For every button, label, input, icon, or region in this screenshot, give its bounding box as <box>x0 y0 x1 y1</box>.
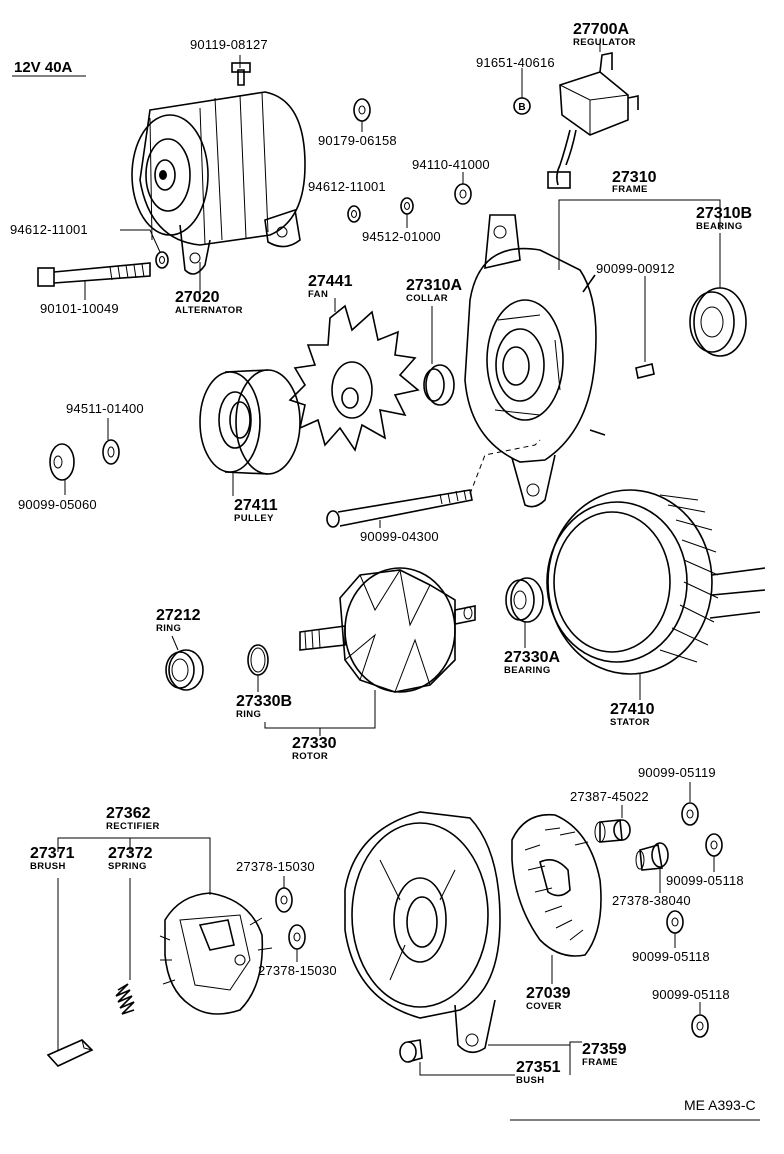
label-27441-name: FAN <box>308 289 329 300</box>
rear-frame-drawing <box>344 811 501 1054</box>
label-27359-name: FRAME <box>582 1057 618 1068</box>
pulley-drawing <box>199 369 301 475</box>
bearing-27330a <box>505 577 544 623</box>
label-27372-name: SPRING <box>108 861 147 872</box>
long-bolt-drawing <box>37 262 151 287</box>
label-90179-06158: 90179-06158 <box>318 133 397 148</box>
ring-27212 <box>165 649 204 691</box>
through-bolt-drawing <box>326 489 473 528</box>
label-90099-05118-middle: 90099-05118 <box>632 949 710 964</box>
label-27039: 27039 <box>526 985 571 1002</box>
label-27372: 27372 <box>108 845 153 862</box>
label-91651-40616: 91651-40616 <box>476 55 555 70</box>
label-27378-15030-b: 27378-15030 <box>258 963 337 978</box>
label-90099-05118-bottom: 90099-05118 <box>652 987 730 1002</box>
label-27351-name: BUSH <box>516 1075 545 1086</box>
label-94110-41000: 94110-41000 <box>412 157 490 172</box>
stator-drawing <box>546 489 766 675</box>
label-27700A-name: REGULATOR <box>573 37 636 48</box>
rear-cover-drawing <box>511 813 602 957</box>
collar-27310a <box>423 364 455 406</box>
label-27410: 27410 <box>610 701 655 718</box>
label-27020-name: ALTERNATOR <box>175 305 243 316</box>
label-27020: 27020 <box>175 289 220 306</box>
label-27310: 27310 <box>612 169 657 186</box>
label-27362: 27362 <box>106 805 151 822</box>
label-27411: 27411 <box>234 497 278 514</box>
label-94612-11001-left: 94612-11001 <box>10 222 88 237</box>
label-27700A: 27700A <box>573 21 630 38</box>
label-27212-name: RING <box>156 623 182 634</box>
label-90099-05119: 90099-05119 <box>638 765 716 780</box>
washer-94612-left <box>155 251 169 269</box>
label-27039-name: COVER <box>526 1001 562 1012</box>
regulator-drawing <box>547 52 639 189</box>
label-27310-name: FRAME <box>612 184 648 195</box>
label-27371-name: BRUSH <box>30 861 66 872</box>
label-27330A-name: BEARING <box>504 665 551 676</box>
bush-27351 <box>399 1039 423 1063</box>
label-27387-45022: 27387-45022 <box>570 789 649 804</box>
label-27310B-name: BEARING <box>696 221 743 232</box>
diagram-title: 12V 40A <box>14 59 73 76</box>
label-27441: 27441 <box>308 273 353 290</box>
label-27310A-name: COLLAR <box>406 293 448 304</box>
brush-27371 <box>46 1039 94 1067</box>
label-27371: 27371 <box>30 845 75 862</box>
label-27410-name: STATOR <box>610 717 650 728</box>
label-90099-05118-right: 90099-05118 <box>666 873 744 888</box>
label-27362-name: RECTIFIER <box>106 821 160 832</box>
svg-text:B: B <box>518 102 525 113</box>
label-27310A: 27310A <box>406 277 463 294</box>
label-27330: 27330 <box>292 735 337 752</box>
drive-end-frame-drawing <box>464 214 606 508</box>
insulator-27378-b <box>288 924 306 950</box>
label-27378-15030-a: 27378-15030 <box>236 859 315 874</box>
bearing-27310b <box>689 287 747 357</box>
spring-27372 <box>115 983 135 1015</box>
label-27330B-name: RING <box>236 709 262 720</box>
label-27359: 27359 <box>582 1041 627 1058</box>
label-90099-04300: 90099-04300 <box>360 529 439 544</box>
label-27330B: 27330B <box>236 693 293 710</box>
catalog-code: ME A393-C <box>684 1097 756 1113</box>
label-27330-name: ROTOR <box>292 751 329 762</box>
label-94511-01400: 94511-01400 <box>66 401 144 416</box>
label-94512-01000: 94512-01000 <box>362 229 441 244</box>
insulator-27378-a <box>275 887 293 913</box>
label-27212: 27212 <box>156 607 201 624</box>
nut-90179 <box>353 98 371 122</box>
terminal-27387 <box>594 819 631 843</box>
label-27310B: 27310B <box>696 205 753 222</box>
label-94612-11001-mid: 94612-11001 <box>308 179 386 194</box>
label-27330A: 27330A <box>504 649 561 666</box>
label-90101-10049: 90101-10049 <box>40 301 119 316</box>
label-90119-08127: 90119-08127 <box>190 37 268 52</box>
insulator-27378-38040 <box>635 842 669 871</box>
rotor-drawing <box>299 567 476 693</box>
label-27378-38040: 27378-38040 <box>612 893 691 908</box>
alternator-drawing <box>131 62 306 275</box>
label-90099-05060: 90099-05060 <box>18 497 97 512</box>
fan-drawing <box>288 304 420 452</box>
label-27411-name: PULLEY <box>234 513 274 524</box>
label-90099-00912: 90099-00912 <box>596 261 675 276</box>
rectifier-drawing <box>159 892 273 1015</box>
screw-90099-00912 <box>635 363 655 379</box>
label-27351: 27351 <box>516 1059 561 1076</box>
